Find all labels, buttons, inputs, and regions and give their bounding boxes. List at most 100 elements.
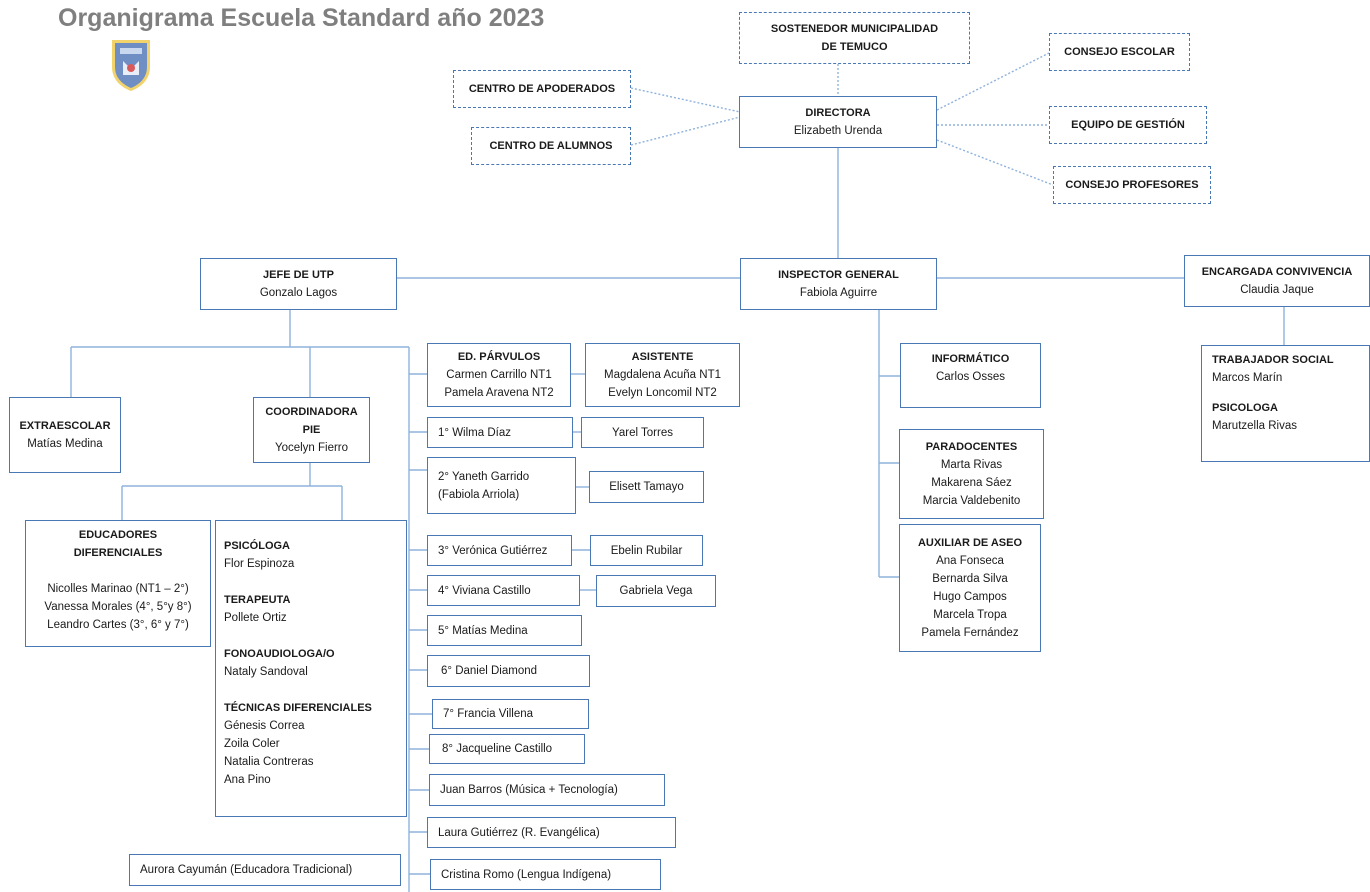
educadores-name: Vanessa Morales (4°, 5°y 8°) xyxy=(44,601,192,613)
pie-name: Yocelyn Fierro xyxy=(274,442,349,454)
parvulos-role: ED. PÁRVULOS xyxy=(457,351,541,363)
psicologa-convivencia-name: Marutzella Rivas xyxy=(1212,420,1297,432)
consejo-escolar-label: CONSEJO ESCOLAR xyxy=(1064,46,1175,58)
curso-4-teacher: 4° Viviana Castillo xyxy=(438,584,531,597)
musica-box: Juan Barros (Música + Tecnología) xyxy=(429,774,665,806)
curso-4-box: 4° Viviana Castillo xyxy=(427,575,580,606)
trabajador-name: Marcos Marín xyxy=(1212,372,1283,384)
tecnicas-role: TÉCNICAS DIFERENCIALES xyxy=(224,702,372,714)
curso-7-teacher: 7° Francia Villena xyxy=(443,708,534,720)
parvulos-box: ED. PÁRVULOS Carmen Carrillo NT1 Pamela … xyxy=(427,343,571,407)
utp-name: Gonzalo Lagos xyxy=(259,287,338,299)
curso-5-box: 5° Matías Medina xyxy=(427,615,582,646)
curso-1-teacher: 1° Wilma Díaz xyxy=(438,426,511,439)
auxiliar-name: Marcela Tropa xyxy=(933,609,1007,621)
tradicional-educator: Aurora Cayumán (Educadora Tradicional) xyxy=(140,864,353,876)
curso-2-box: 2° Yaneth Garrido (Fabiola Arriola) xyxy=(427,457,576,514)
asistente-name: Magdalena Acuña NT1 xyxy=(604,369,721,381)
curso-4-assistant: Gabriela Vega xyxy=(619,585,693,597)
evangelica-box: Laura Gutiérrez (R. Evangélica) xyxy=(427,817,676,848)
extraescolar-name: Matías Medina xyxy=(27,438,103,450)
connector-consejo-escolar xyxy=(936,52,1050,111)
convivencia-role: ENCARGADA CONVIVENCIA xyxy=(1201,266,1353,278)
curso-2-asist-box: Elisett Tamayo xyxy=(589,471,704,503)
educadores-name: Nicolles Marinao (NT1 – 2°) xyxy=(47,583,189,595)
educadores-name: Leandro Cartes (3°, 6° y 7°) xyxy=(47,619,189,631)
parvulos-name: Carmen Carrillo NT1 xyxy=(446,369,552,381)
asistente-box: ASISTENTE Magdalena Acuña NT1 Evelyn Lon… xyxy=(585,343,740,407)
connector-alumnos xyxy=(630,116,741,146)
auxiliar-name: Bernarda Silva xyxy=(932,573,1008,585)
inspector-role: INSPECTOR GENERAL xyxy=(778,269,899,281)
paradocentes-name: Marcia Valdebenito xyxy=(922,495,1021,507)
curso-3-box: 3° Verónica Gutiérrez xyxy=(427,535,572,566)
paradocentes-name: Marta Rivas xyxy=(940,459,1003,471)
psicologa-role: PSICÓLOGA xyxy=(224,540,291,552)
curso-1-box: 1° Wilma Díaz xyxy=(427,417,573,448)
consejo-profesores-box: CONSEJO PROFESORES xyxy=(1053,166,1211,204)
terapeuta-role: TERAPEUTA xyxy=(224,594,291,606)
parvulos-name: Pamela Aravena NT2 xyxy=(444,387,554,399)
school-crest-icon xyxy=(112,40,150,91)
curso-1-asist-box: Yarel Torres xyxy=(581,417,704,448)
curso-2-teacher-sub: (Fabiola Arriola) xyxy=(438,488,520,501)
convivencia-box: ENCARGADA CONVIVENCIA Claudia Jaque xyxy=(1184,255,1370,307)
centro-alumnos-box: CENTRO DE ALUMNOS xyxy=(471,127,631,165)
centro-apoderados-box: CENTRO DE APODERADOS xyxy=(453,70,631,108)
fono-name: Nataly Sandoval xyxy=(224,666,308,678)
consejo-profesores-label: CONSEJO PROFESORES xyxy=(1065,179,1199,191)
curso-3-teacher: 3° Verónica Gutiérrez xyxy=(438,544,548,557)
sostenedor-line2: DE TEMUCO xyxy=(821,41,888,53)
directora-box: DIRECTORA Elizabeth Urenda xyxy=(739,96,937,148)
directora-role: DIRECTORA xyxy=(805,107,871,119)
indigena-teacher: Cristina Romo (Lengua Indígena) xyxy=(441,868,612,881)
connector-consejo-profesores xyxy=(936,139,1054,186)
trabajador-psicologa-box: TRABAJADOR SOCIAL Marcos Marín PSICOLOGA… xyxy=(1201,345,1370,462)
equipo-gestion-label: EQUIPO DE GESTIÓN xyxy=(1071,119,1185,131)
trabajador-role: TRABAJADOR SOCIAL xyxy=(1212,354,1334,366)
auxiliar-name: Ana Fonseca xyxy=(936,555,1004,567)
pie-team-box: PSICÓLOGA Flor Espinoza TERAPEUTA Pollet… xyxy=(215,520,407,817)
tecnicas-name: Ana Pino xyxy=(224,774,271,786)
curso-1-assistant: Yarel Torres xyxy=(612,426,673,439)
centro-alumnos-label: CENTRO DE ALUMNOS xyxy=(489,140,613,152)
centro-apoderados-label: CENTRO DE APODERADOS xyxy=(468,83,616,95)
consejo-escolar-box: CONSEJO ESCOLAR xyxy=(1049,33,1190,71)
psicologa-convivencia-role: PSICOLOGA xyxy=(1212,402,1279,414)
curso-2-teacher: 2° Yaneth Garrido xyxy=(438,470,530,483)
curso-4-asist-box: Gabriela Vega xyxy=(596,575,716,607)
tecnicas-name: Génesis Correa xyxy=(224,720,305,732)
terapeuta-name: Pollete Ortiz xyxy=(224,612,287,624)
curso-8-teacher: 8° Jacqueline Castillo xyxy=(442,743,553,755)
auxiliar-role: AUXILIAR DE ASEO xyxy=(917,537,1023,549)
educadores-role1: EDUCADORES xyxy=(78,529,158,541)
educadores-box: EDUCADORES DIFERENCIALES Nicolles Marina… xyxy=(25,520,211,647)
inspector-name: Fabiola Aguirre xyxy=(799,287,878,299)
connector-apoderados xyxy=(630,87,741,113)
educadores-role2: DIFERENCIALES xyxy=(73,547,163,559)
utp-role: JEFE DE UTP xyxy=(263,269,334,281)
paradocentes-role: PARADOCENTES xyxy=(925,441,1018,453)
informatico-role: INFORMÁTICO xyxy=(931,353,1010,365)
sostenedor-line1: SOSTENEDOR MUNICIPALIDAD xyxy=(770,23,939,35)
convivencia-name: Claudia Jaque xyxy=(1240,284,1314,296)
pie-box: COORDINADORA PIE Yocelyn Fierro xyxy=(253,397,370,463)
paradocentes-box: PARADOCENTES Marta Rivas Makarena Sáez M… xyxy=(899,429,1044,519)
asistente-role: ASISTENTE xyxy=(631,351,694,363)
pie-role2: PIE xyxy=(302,424,321,436)
curso-2-assistant: Elisett Tamayo xyxy=(609,481,684,493)
equipo-gestion-box: EQUIPO DE GESTIÓN xyxy=(1049,106,1207,144)
extraescolar-box: EXTRAESCOLAR Matías Medina xyxy=(9,397,121,473)
curso-6-teacher: 6° Daniel Diamond xyxy=(441,665,538,677)
directora-name: Elizabeth Urenda xyxy=(793,125,883,137)
indigena-box: Cristina Romo (Lengua Indígena) xyxy=(430,859,661,890)
curso-3-asist-box: Ebelin Rubilar xyxy=(590,535,703,566)
page-title: Organigrama Escuela Standard año 2023 xyxy=(58,4,545,32)
curso-3-assistant: Ebelin Rubilar xyxy=(610,544,683,557)
psicologa-name: Flor Espinoza xyxy=(224,558,295,570)
pie-role1: COORDINADORA xyxy=(265,406,358,418)
curso-6-box: 6° Daniel Diamond xyxy=(427,655,590,687)
evangelica-teacher: Laura Gutiérrez (R. Evangélica) xyxy=(438,826,600,839)
